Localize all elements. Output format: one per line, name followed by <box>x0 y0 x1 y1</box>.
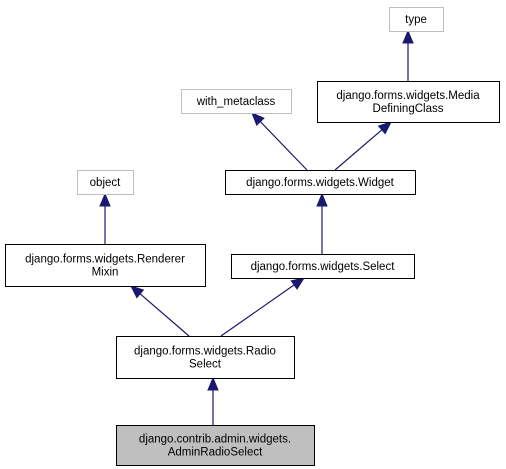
node-label-line: django.forms.widgets.Radio <box>134 346 276 358</box>
edge-renderer-mixin-to-object <box>99 192 111 244</box>
node-label-line: with_metaclass <box>196 96 276 108</box>
node-admin-radio-select: django.contrib.admin.widgets.AdminRadioS… <box>116 425 315 466</box>
node-radio-select[interactable]: django.forms.widgets.RadioSelect <box>116 336 295 379</box>
node-type[interactable]: type <box>389 7 444 32</box>
node-box <box>225 170 416 195</box>
node-label-line: Select <box>189 359 222 371</box>
node-label-line: object <box>90 177 121 189</box>
node-select[interactable]: django.forms.widgets.Select <box>231 254 415 279</box>
arrowhead <box>99 192 111 207</box>
node-label-line: django.forms.widgets.Select <box>251 261 396 273</box>
edge-admin-radio-select-to-radio-select <box>207 376 219 425</box>
edge-line <box>220 284 295 337</box>
edge-widget-to-media-defining-class <box>334 121 392 171</box>
edge-line <box>139 293 190 337</box>
nodes-layer: type with_metaclass django.forms.widgets.M… <box>5 7 500 466</box>
node-box <box>5 244 206 287</box>
edge-radio-select-to-renderer-mixin <box>130 285 190 337</box>
arrowhead <box>251 112 265 126</box>
node-label-line: Mixin <box>92 267 119 279</box>
node-box <box>77 170 134 195</box>
node-box <box>317 81 500 123</box>
node-box <box>181 89 292 114</box>
node-object[interactable]: object <box>77 170 134 195</box>
arrowhead <box>207 376 219 391</box>
edges-layer <box>99 29 414 425</box>
node-with-metaclass[interactable]: with_metaclass <box>181 89 292 114</box>
edge-widget-to-with-metaclass <box>251 112 308 171</box>
node-label-line: django.forms.widgets.Media <box>336 90 480 102</box>
edge-line <box>259 121 308 171</box>
node-box <box>116 336 295 379</box>
arrowhead <box>402 29 414 44</box>
node-box <box>231 254 415 279</box>
arrowhead <box>290 277 306 290</box>
edge-radio-select-to-select <box>220 277 306 337</box>
arrowhead <box>377 121 392 135</box>
arrowhead <box>316 192 328 207</box>
arrowhead <box>130 285 145 299</box>
node-box <box>389 7 444 32</box>
node-label-line: django.forms.widgets.Renderer <box>25 254 185 266</box>
node-label-line: DefiningClass <box>373 103 444 115</box>
node-box <box>116 425 315 466</box>
node-label-line: django.contrib.admin.widgets. <box>139 434 291 446</box>
edge-media-defining-class-to-type <box>402 29 414 81</box>
edge-line <box>334 129 383 171</box>
edge-select-to-widget <box>316 192 328 254</box>
node-label-line: django.forms.widgets.Widget <box>246 177 394 189</box>
node-widget[interactable]: django.forms.widgets.Widget <box>225 170 416 195</box>
node-label-line: AdminRadioSelect <box>168 447 263 459</box>
node-label-line: type <box>405 14 427 26</box>
